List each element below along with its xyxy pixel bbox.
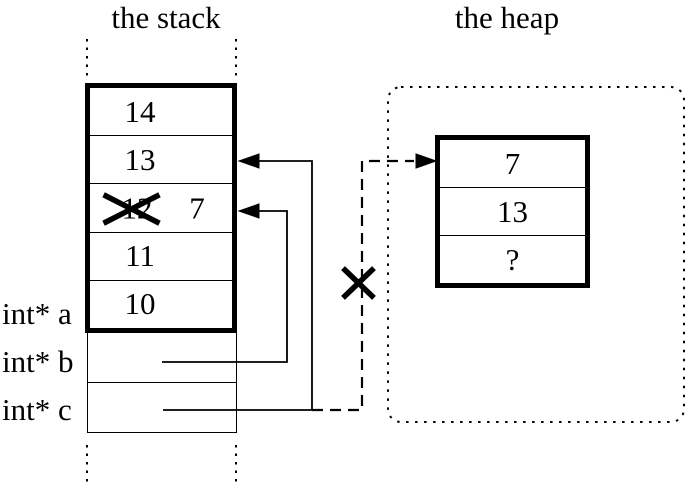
stack-cell-overwritten: 12 7 — [90, 184, 232, 233]
pointer-arrowhead-c — [237, 153, 260, 169]
heap-block-box: 7 13 ? — [435, 135, 590, 288]
dangling-pointer-dashed-line — [312, 159, 414, 412]
label-int-a: int* a — [2, 296, 72, 331]
label-int-c: int* c — [2, 392, 72, 427]
label-int-b: int* b — [2, 344, 74, 379]
stack-cell-value: 13 — [124, 141, 156, 177]
stack-frame-box: 14 13 12 7 11 10 — [85, 83, 237, 333]
heap-title: the heap — [454, 0, 560, 35]
pointer-cell-b — [88, 333, 236, 383]
x-mark-broken-link-icon — [341, 266, 376, 300]
new-value: 7 — [189, 190, 205, 226]
stack-cell-11: 11 — [90, 233, 232, 281]
heap-cell-unknown: ? — [440, 236, 585, 283]
crossed-out-old-value: 12 — [121, 190, 153, 226]
dangling-pointer-arrowhead — [415, 153, 438, 169]
stack-cell-10: 10 — [90, 281, 232, 328]
pointer-arrowhead-b — [237, 203, 260, 219]
heap-cell-7: 7 — [440, 140, 585, 188]
heap-cell-value: 7 — [504, 145, 521, 181]
stack-cell-value: 10 — [124, 286, 156, 322]
heap-cell-value: 13 — [497, 193, 528, 229]
stack-cell-13: 13 — [90, 136, 232, 185]
stack-cell-14: 14 — [90, 88, 232, 137]
pointer-cell-c — [88, 383, 236, 432]
pointer-variable-cells-box — [87, 333, 237, 433]
stack-title: the stack — [111, 0, 221, 35]
heap-cell-13: 13 — [440, 188, 585, 236]
heap-cell-value: ? — [505, 241, 520, 277]
stack-cell-value: 11 — [125, 238, 155, 274]
stack-cell-value: 14 — [124, 93, 156, 129]
